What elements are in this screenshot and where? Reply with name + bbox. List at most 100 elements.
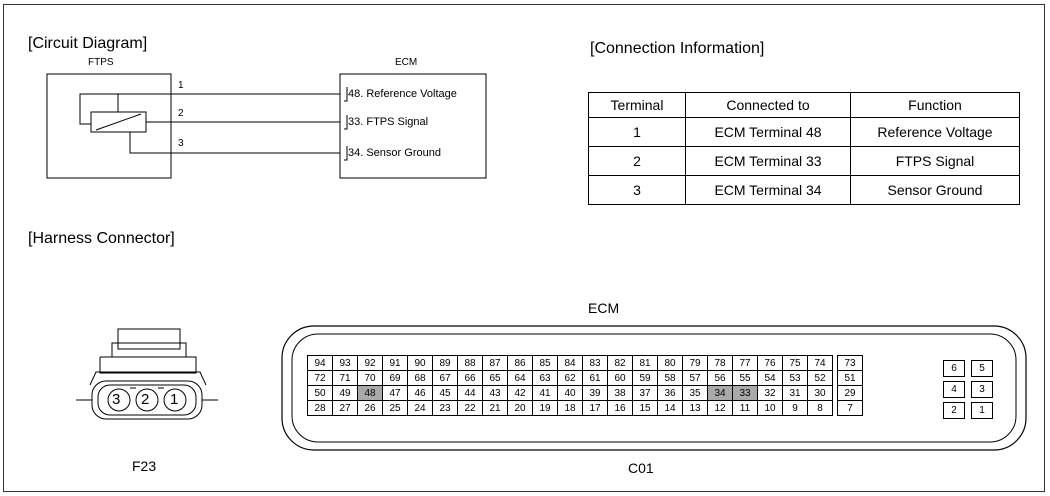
ecm-pin-10: 10 xyxy=(757,400,783,416)
ecm-pin-67: 67 xyxy=(432,370,458,386)
ecm-pin-28: 28 xyxy=(307,400,333,416)
ecm-pin-58: 58 xyxy=(657,370,683,386)
f23-connector-drawing xyxy=(76,328,218,420)
ecm-pin-68: 68 xyxy=(407,370,433,386)
terminal-cell: 3 xyxy=(588,175,686,205)
ecm-connector-title: ECM xyxy=(588,300,620,316)
ecm-connector-outer xyxy=(281,325,1027,451)
ecm-connector-inner xyxy=(291,333,1017,443)
ecm-pin-5: 5 xyxy=(971,360,993,377)
ecm-pin-94: 94 xyxy=(307,355,333,371)
ecm-terminal-48-label: 48. Reference Voltage xyxy=(348,88,457,100)
ecm-pin-78: 78 xyxy=(707,355,733,371)
f23-pin-1: 1 xyxy=(170,391,179,408)
ecm-terminal-33-label: 33. FTPS Signal xyxy=(348,116,429,128)
table-row: 2 ECM Terminal 33 FTPS Signal xyxy=(588,146,1020,176)
ecm-pin-8: 8 xyxy=(807,400,833,416)
ecm-pin-77: 77 xyxy=(732,355,758,371)
terminal-cell: 2 xyxy=(588,146,686,176)
ecm-pin-71: 71 xyxy=(332,370,358,386)
ecm-pin-57: 57 xyxy=(682,370,708,386)
ecm-pin-7: 7 xyxy=(837,400,863,416)
header-connected-to: Connected to xyxy=(685,92,851,118)
ecm-pin-81: 81 xyxy=(632,355,658,371)
diagram-frame xyxy=(3,4,1045,492)
terminal-48-bracket xyxy=(344,87,348,102)
header-function: Function xyxy=(850,92,1020,118)
ecm-pin-3: 3 xyxy=(971,381,993,398)
ecm-pin-37: 37 xyxy=(632,385,658,401)
ecm-pin-56: 56 xyxy=(707,370,733,386)
ecm-pin-62: 62 xyxy=(557,370,583,386)
ecm-pin-46: 46 xyxy=(407,385,433,401)
ecm-pin-16: 16 xyxy=(607,400,633,416)
ecm-pin-80: 80 xyxy=(657,355,683,371)
ecm-pin-52: 52 xyxy=(807,370,833,386)
ecm-pin-9: 9 xyxy=(782,400,808,416)
table-row: 3 ECM Terminal 34 Sensor Ground xyxy=(588,175,1020,205)
ecm-pin-27: 27 xyxy=(332,400,358,416)
connection-info-heading: [Connection Information] xyxy=(590,40,765,57)
sensor-diagonal xyxy=(95,113,142,131)
ecm-pin-22: 22 xyxy=(457,400,483,416)
ecm-pin-41: 41 xyxy=(532,385,558,401)
circuit-diagram-heading: [Circuit Diagram] xyxy=(28,35,148,52)
f23-connector-code: F23 xyxy=(132,458,157,474)
f23-pin-3: 3 xyxy=(112,391,121,408)
ecm-pin-65: 65 xyxy=(482,370,508,386)
ecm-pin-14: 14 xyxy=(657,400,683,416)
ecm-pin-25: 25 xyxy=(382,400,408,416)
terminal-33-bracket xyxy=(344,115,348,130)
ecm-pin-86: 86 xyxy=(507,355,533,371)
ecm-pin-90: 90 xyxy=(407,355,433,371)
ecm-pin-36: 36 xyxy=(657,385,683,401)
ecm-pin-74: 74 xyxy=(807,355,833,371)
ecm-pin-66: 66 xyxy=(457,370,483,386)
ecm-pin-88: 88 xyxy=(457,355,483,371)
ecm-pin-18: 18 xyxy=(557,400,583,416)
terminal-34-bracket xyxy=(344,146,348,161)
ecm-box xyxy=(339,73,487,179)
connected-to-cell: ECM Terminal 34 xyxy=(685,175,851,205)
ecm-pin-15: 15 xyxy=(632,400,658,416)
ecm-pin-23: 23 xyxy=(432,400,458,416)
connected-to-cell: ECM Terminal 48 xyxy=(685,117,851,147)
function-cell: Sensor Ground xyxy=(850,175,1020,205)
ecm-pin-45: 45 xyxy=(432,385,458,401)
ecm-pin-84: 84 xyxy=(557,355,583,371)
ecm-pin-43: 43 xyxy=(482,385,508,401)
ecm-pin-93: 93 xyxy=(332,355,358,371)
ftps-label: FTPS xyxy=(88,57,114,68)
ecm-pin-21: 21 xyxy=(482,400,508,416)
ecm-pin-6: 6 xyxy=(943,360,965,377)
ecm-pin-31: 31 xyxy=(782,385,808,401)
ecm-pin-44: 44 xyxy=(457,385,483,401)
ecm-pin-30: 30 xyxy=(807,385,833,401)
ecm-pin-2: 2 xyxy=(943,402,965,419)
ecm-pin-85: 85 xyxy=(532,355,558,371)
ecm-pin-26: 26 xyxy=(357,400,383,416)
ecm-pin-35: 35 xyxy=(682,385,708,401)
function-cell: Reference Voltage xyxy=(850,117,1020,147)
ecm-pin-39: 39 xyxy=(582,385,608,401)
ecm-pin-79: 79 xyxy=(682,355,708,371)
ecm-pin-49: 49 xyxy=(332,385,358,401)
harness-connector-heading: [Harness Connector] xyxy=(28,230,175,247)
table-header-row: Terminal Connected to Function xyxy=(588,92,1020,118)
ecm-pin-20: 20 xyxy=(507,400,533,416)
ecm-pin-76: 76 xyxy=(757,355,783,371)
ecm-pin-33: 33 xyxy=(732,385,758,401)
ecm-pin-73: 73 xyxy=(837,355,863,371)
ecm-pin-83: 83 xyxy=(582,355,608,371)
connection-table: Terminal Connected to Function 1 ECM Ter… xyxy=(588,92,1020,205)
ecm-pin-51: 51 xyxy=(837,370,863,386)
table-row: 1 ECM Terminal 48 Reference Voltage xyxy=(588,117,1020,147)
ecm-pin-47: 47 xyxy=(382,385,408,401)
